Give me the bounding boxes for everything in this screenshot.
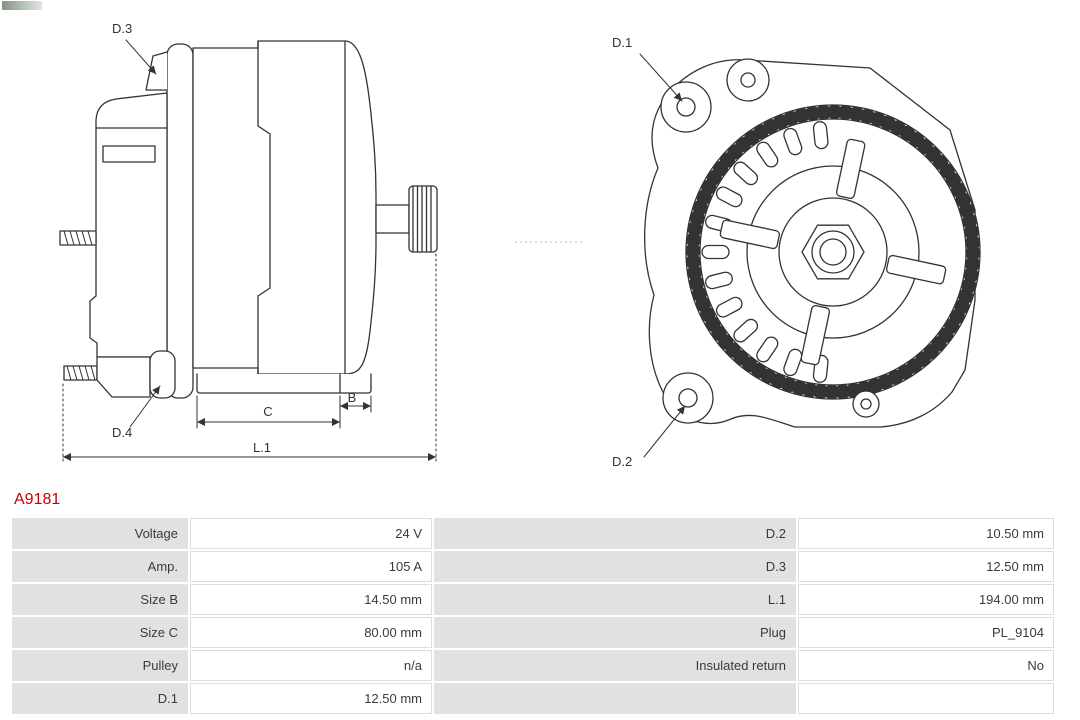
bottom-ear (149, 350, 176, 399)
spec-value: 12.50 mm (190, 683, 432, 714)
mounting-hole-top (726, 58, 770, 102)
spec-table: Voltage 24 V D.2 10.50 mm Amp. 105 A D.3… (10, 516, 1056, 716)
spec-row: Pulley n/a Insulated return No (12, 650, 1054, 681)
dim-label-l1: L.1 (253, 440, 271, 455)
technical-diagram: D.3 D.4 C B L.1 (59, 21, 981, 469)
side-view: D.3 D.4 C B L.1 (59, 21, 438, 463)
spec-label: Size C (12, 617, 188, 648)
spec-label: D.3 (434, 551, 796, 582)
mounting-lug (96, 356, 151, 398)
spec-row: Amp. 105 A D.3 12.50 mm (12, 551, 1054, 582)
dim-label-c: C (263, 404, 272, 419)
spec-label: Insulated return (434, 650, 796, 681)
dim-label-d2: D.2 (612, 454, 632, 469)
spec-value: 80.00 mm (190, 617, 432, 648)
spec-value: 14.50 mm (190, 584, 432, 615)
spec-value: 24 V (190, 518, 432, 549)
spec-value: 105 A (190, 551, 432, 582)
part-number: A9181 (14, 491, 61, 508)
spec-label: Pulley (12, 650, 188, 681)
dim-label-b: B (348, 390, 357, 405)
mounting-hole-bottom (662, 372, 714, 424)
spec-row: Voltage 24 V D.2 10.50 mm (12, 518, 1054, 549)
terminal-stud-upper (59, 230, 97, 246)
front-view: D.1 D.2 (612, 35, 981, 469)
mounting-hole-top-left (660, 81, 712, 133)
dim-label-d1: D.1 (612, 35, 632, 50)
spec-label: Voltage (12, 518, 188, 549)
spec-value: n/a (190, 650, 432, 681)
rotor-hub (778, 197, 888, 307)
mounting-foot (196, 373, 372, 394)
mounting-plate (166, 43, 194, 399)
spec-label: D.2 (434, 518, 796, 549)
leader-lines (639, 53, 686, 458)
spec-value: 194.00 mm (798, 584, 1054, 615)
spec-label: L.1 (434, 584, 796, 615)
terminal-stud-lower (63, 365, 98, 381)
spec-value: PL_9104 (798, 617, 1054, 648)
as-pl-logo (2, 1, 42, 10)
pulley (408, 185, 438, 253)
mounting-hole-bottom-right (852, 390, 880, 418)
spec-row: Size C 80.00 mm Plug PL_9104 (12, 617, 1054, 648)
alternator-body (192, 40, 377, 375)
spec-row: D.1 12.50 mm (12, 683, 1054, 714)
shaft (375, 204, 410, 234)
spec-value: 12.50 mm (798, 551, 1054, 582)
dim-label-d4: D.4 (112, 425, 132, 440)
spec-row: Size B 14.50 mm L.1 194.00 mm (12, 584, 1054, 615)
dim-label-d3: D.3 (112, 21, 132, 36)
rear-housing (89, 92, 168, 358)
top-ear (145, 51, 168, 91)
spec-label (434, 683, 796, 714)
spec-value: No (798, 650, 1054, 681)
spec-value (798, 683, 1054, 714)
spec-label: Amp. (12, 551, 188, 582)
spec-label: Plug (434, 617, 796, 648)
spec-label: Size B (12, 584, 188, 615)
spec-value: 10.50 mm (798, 518, 1054, 549)
spec-label: D.1 (12, 683, 188, 714)
dimension-annotations (62, 39, 437, 463)
